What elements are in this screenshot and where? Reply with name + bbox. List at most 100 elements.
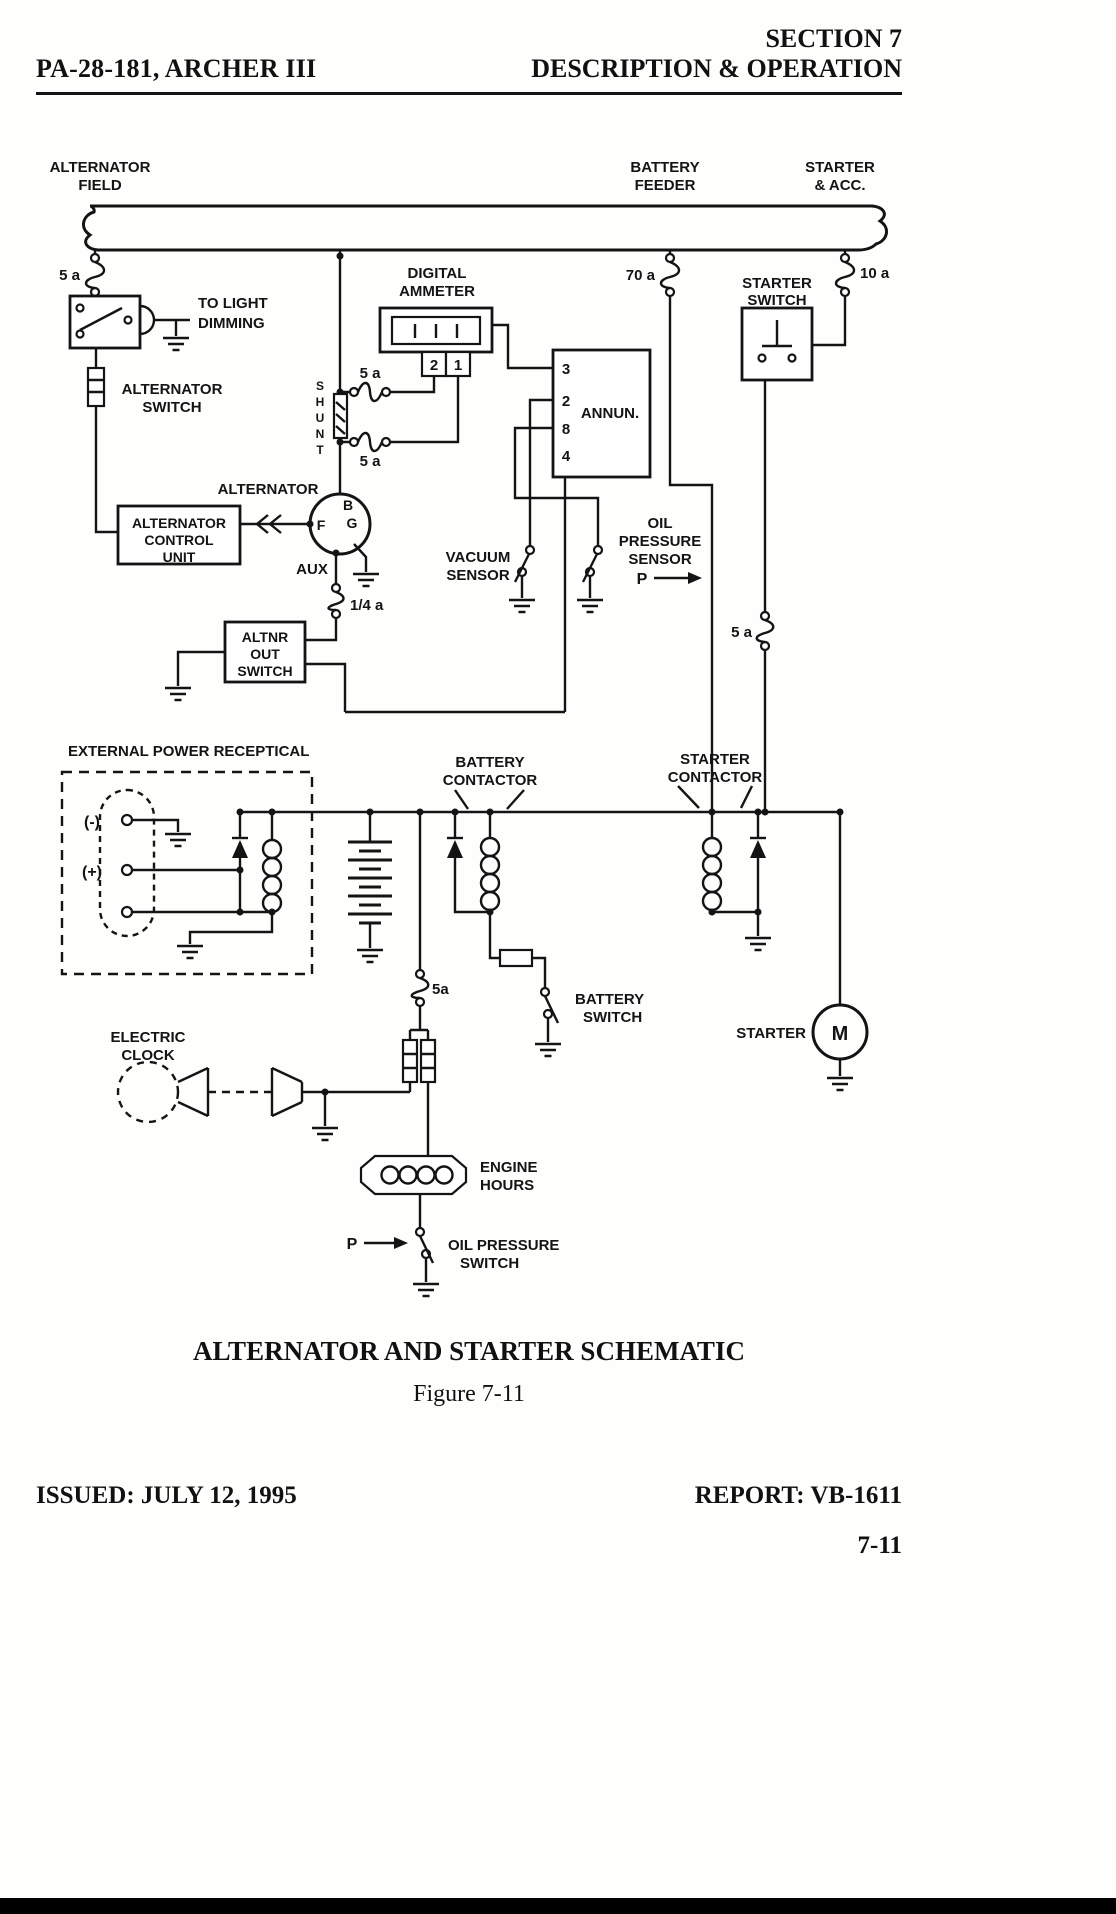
annunciator: 3 2 8 4 ANNUN. bbox=[551, 348, 652, 479]
alternator-symbol: B G F AUX bbox=[296, 492, 372, 578]
page-footer: ISSUED: JULY 12, 1995 REPORT: VB-1611 bbox=[36, 1482, 902, 1510]
wire-starter-switch bbox=[763, 250, 847, 812]
label-battery-switch: BATTERY bbox=[575, 991, 644, 1008]
ground-symbols bbox=[163, 336, 853, 1298]
altnr-out-switch: ALTNR OUT SWITCH bbox=[223, 620, 307, 684]
fuse-battery-feeder-label: 70 a bbox=[626, 267, 656, 284]
label-oil-pressure-sensor-2: PRESSURE bbox=[619, 533, 702, 550]
label-vacuum-sensor: VACUUM bbox=[446, 549, 511, 566]
altnr-out-label-3: SWITCH bbox=[237, 663, 292, 679]
electric-clock bbox=[116, 1060, 304, 1124]
starter-contactor bbox=[677, 785, 766, 912]
label-starter-motor: STARTER bbox=[736, 1025, 806, 1042]
label-battery-contactor: BATTERY bbox=[455, 754, 524, 771]
acu-label-2: CONTROL bbox=[144, 532, 214, 548]
label-digital-ammeter-2: AMMETER bbox=[399, 283, 475, 300]
shunt-letter: T bbox=[316, 443, 324, 457]
shunt-letter: S bbox=[316, 379, 324, 393]
label-battery-feeder-2: FEEDER bbox=[635, 177, 696, 194]
label-starter-switch: STARTER bbox=[742, 275, 812, 292]
p-label-sensor: P bbox=[637, 571, 648, 588]
label-battery-feeder: BATTERY bbox=[630, 159, 699, 176]
label-alternator-field-2: FIELD bbox=[78, 177, 121, 194]
page-number: 7-11 bbox=[857, 1532, 902, 1559]
fuse-starter-coil: 5 a bbox=[731, 610, 775, 652]
fuse-alt-field: 5 a bbox=[59, 252, 106, 298]
wire-shunt-branch bbox=[338, 250, 460, 494]
vacuum-sensor-switch bbox=[513, 544, 536, 583]
wire-starter-contactor bbox=[710, 812, 760, 936]
digital-ammeter: 2 1 bbox=[378, 306, 494, 378]
fuse-starter-coil-label: 5 a bbox=[731, 624, 753, 641]
battery-contactor bbox=[447, 789, 525, 912]
shunt-letter: U bbox=[316, 411, 325, 425]
label-minus: (-) bbox=[84, 814, 100, 831]
battery-symbol bbox=[348, 840, 392, 925]
engine-hours-meter bbox=[359, 1154, 468, 1196]
label-electric-clock-2: CLOCK bbox=[121, 1047, 174, 1064]
wire-battery-branch bbox=[302, 812, 430, 1282]
motor-letter: M bbox=[832, 1023, 849, 1045]
label-alternator-switch-2: SWITCH bbox=[142, 399, 201, 416]
section-name: DESCRIPTION & OPERATION bbox=[531, 53, 902, 83]
label-oil-pressure-sensor: OIL bbox=[648, 515, 673, 532]
label-battery-contactor-2: CONTACTOR bbox=[443, 772, 538, 789]
fuse-shunt-top-label: 5 a bbox=[360, 365, 382, 382]
annun-terminal-4: 4 bbox=[562, 448, 571, 465]
section-number: SECTION 7 bbox=[765, 24, 902, 53]
fuse-battery-branch: 5a bbox=[410, 968, 449, 1008]
label-starter-acc-2: & ACC. bbox=[814, 177, 865, 194]
wire-battery-contactor bbox=[453, 812, 550, 1042]
external-power-receptacle: (-) (+) bbox=[60, 770, 314, 976]
label-engine-hours: ENGINE bbox=[480, 1159, 538, 1176]
dimming-lamp bbox=[138, 304, 156, 336]
chevrons-field-wire bbox=[255, 514, 282, 534]
issued-date: ISSUED: JULY 12, 1995 bbox=[36, 1482, 297, 1509]
altnr-out-label-2: OUT bbox=[250, 646, 280, 662]
fuse-battery-branch-label: 5a bbox=[432, 981, 449, 998]
wire-annunciator bbox=[305, 323, 600, 714]
alternator-switch bbox=[68, 294, 142, 350]
shunt-letter: H bbox=[316, 395, 325, 409]
starter-motor: M bbox=[811, 1003, 869, 1061]
section-heading: SECTION 7 DESCRIPTION & OPERATION bbox=[531, 24, 902, 84]
alt-terminal-aux: AUX bbox=[296, 561, 328, 578]
label-plus: (+) bbox=[82, 864, 102, 881]
ammeter-terminal-1: 1 bbox=[454, 357, 462, 374]
label-starter-acc: STARTER bbox=[805, 159, 875, 176]
fuse-starter-acc: 10 a bbox=[834, 252, 890, 298]
label-vacuum-sensor-2: SENSOR bbox=[446, 567, 510, 584]
oil-pressure-switch bbox=[414, 1226, 435, 1264]
page-header: PA-28-181, ARCHER III SECTION 7 DESCRIPT… bbox=[36, 24, 902, 95]
label-alternator-switch: ALTERNATOR bbox=[122, 381, 223, 398]
bottom-scan-bar bbox=[0, 1898, 1116, 1914]
label-electric-clock: ELECTRIC bbox=[111, 1029, 186, 1046]
annun-terminal-2: 2 bbox=[562, 393, 570, 410]
annun-terminal-3: 3 bbox=[562, 361, 570, 378]
dual-fuse-holders bbox=[401, 1038, 437, 1084]
fuse-starter-acc-label: 10 a bbox=[860, 265, 890, 282]
fuse-aux: 1/4 a bbox=[327, 582, 384, 620]
label-oil-pressure-switch-2: SWITCH bbox=[460, 1255, 519, 1272]
wire-aux-altnr-out bbox=[176, 553, 338, 686]
label-oil-pressure-switch: OIL PRESSURE bbox=[448, 1237, 559, 1254]
label-dimming: DIMMING bbox=[198, 315, 265, 332]
p-label-switch: P bbox=[347, 1236, 358, 1253]
alt-terminal-g: G bbox=[347, 515, 358, 531]
altnr-out-label: ALTNR bbox=[242, 629, 288, 645]
bus-bar bbox=[82, 204, 888, 252]
figure-caption: Figure 7-11 bbox=[413, 1381, 525, 1407]
figure-title: ALTERNATOR AND STARTER SCHEMATIC bbox=[193, 1336, 745, 1366]
alt-terminal-f: F bbox=[317, 517, 326, 533]
label-digital-ammeter: DIGITAL bbox=[408, 265, 467, 282]
ext-diode bbox=[232, 840, 248, 858]
label-starter-contactor-2: CONTACTOR bbox=[668, 769, 763, 786]
acu-label-3: UNIT bbox=[163, 549, 196, 565]
label-engine-hours-2: HOURS bbox=[480, 1177, 534, 1194]
fuse-aux-label: 1/4 a bbox=[350, 597, 384, 614]
pressure-arrow-switch: P bbox=[347, 1236, 408, 1253]
ammeter-terminal-2: 2 bbox=[430, 357, 438, 374]
label-alternator: ALTERNATOR bbox=[218, 481, 319, 498]
